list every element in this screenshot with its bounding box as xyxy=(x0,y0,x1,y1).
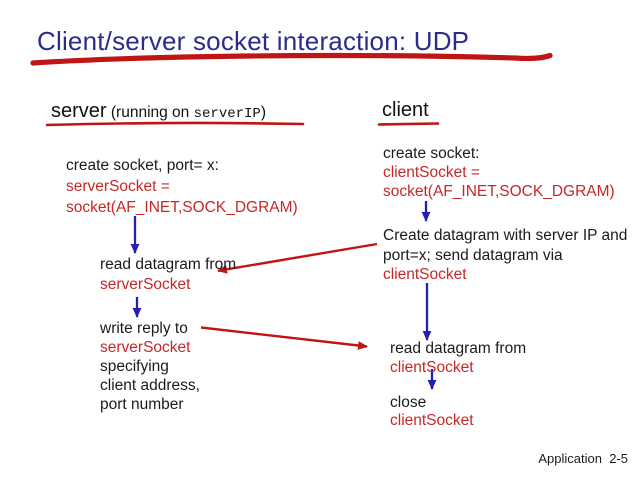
client-heading-underline xyxy=(377,122,440,126)
code-line: serverSocket = xyxy=(66,178,170,195)
text-line: close xyxy=(390,394,427,411)
code-line: serverSocket xyxy=(100,339,191,356)
arrow-client-send-to-server-read xyxy=(217,242,378,274)
client-close-socket-block: close clientSocket xyxy=(390,394,474,430)
code-line: clientSocket xyxy=(390,359,474,376)
server-write-reply-block: write reply to serverSocket specifying c… xyxy=(100,319,200,414)
arrow-server-write-to-client-read xyxy=(200,326,368,350)
text-line: Create datagram with server IP and xyxy=(383,227,628,244)
code-line: clientSocket xyxy=(383,266,467,283)
server-heading-serverip: serverIP xyxy=(193,106,261,122)
code-line: clientSocket = xyxy=(383,164,480,181)
server-heading-running-pre: (running on xyxy=(106,104,194,121)
server-column-heading: server (running on serverIP) xyxy=(51,100,266,123)
server-create-socket-block: create socket, port= x: serverSocket = s… xyxy=(66,155,298,218)
client-column-heading: client xyxy=(382,99,429,121)
code-line: socket(AF_INET,SOCK_DGRAM) xyxy=(383,183,615,200)
code-line: socket(AF_INET,SOCK_DGRAM) xyxy=(66,199,298,216)
text-line: create socket, port= x: xyxy=(66,157,219,174)
text-line: specifying xyxy=(100,358,169,375)
text-line: port number xyxy=(100,396,184,413)
server-read-datagram-block: read datagram from serverSocket xyxy=(100,255,236,295)
text-line: write reply to xyxy=(100,320,188,337)
text-line: create socket: xyxy=(383,145,480,162)
client-create-socket-block: create socket: clientSocket = socket(AF_… xyxy=(383,144,615,201)
code-line: serverSocket xyxy=(100,276,191,293)
slide-title: Client/server socket interaction: UDP xyxy=(37,26,470,56)
text-line: client address, xyxy=(100,377,200,394)
text-line: read datagram from xyxy=(390,340,527,357)
server-heading-running-post: ) xyxy=(260,104,266,121)
slide-number: Application 2-5 xyxy=(538,451,628,466)
text-line: port=x; send datagram via xyxy=(383,246,563,264)
text-line: read datagram from xyxy=(100,256,237,273)
client-read-datagram-block: read datagram from clientSocket xyxy=(390,339,526,377)
server-heading-underline xyxy=(45,121,305,127)
code-line: clientSocket xyxy=(390,412,474,429)
client-send-datagram-block: Create datagram with server IP and port=… xyxy=(383,226,627,285)
server-heading-label: server xyxy=(51,100,107,122)
